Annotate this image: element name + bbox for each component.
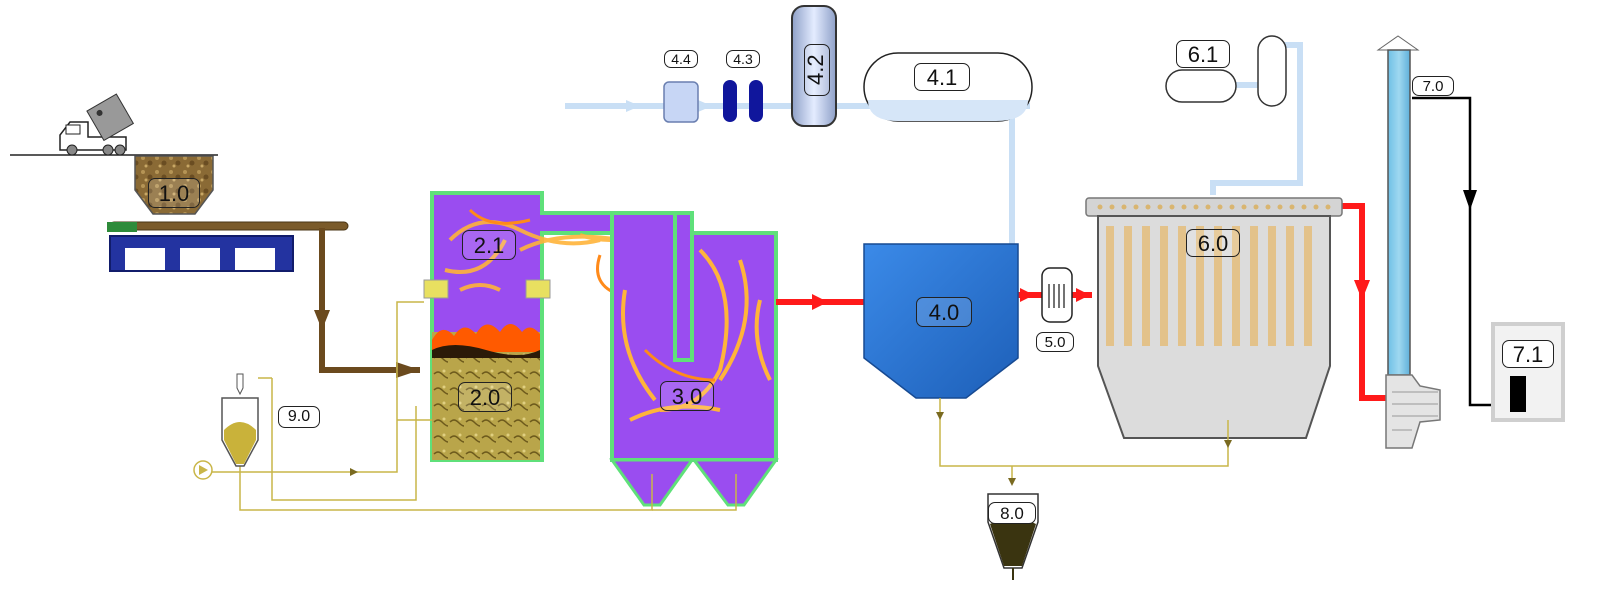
label-furnace: 2.0	[458, 382, 512, 412]
heat-exchanger	[1041, 267, 1073, 323]
label-combustion-chamber: 2.1	[462, 230, 516, 260]
label-compressed-air: 6.1	[1176, 40, 1230, 68]
compressed-air-6-1	[1165, 35, 1287, 107]
filters-4-3	[723, 80, 763, 122]
label-truck-bunker: 1.0	[148, 178, 200, 208]
label-emission-monitor: 7.1	[1502, 340, 1554, 368]
label-stack: 7.0	[1412, 76, 1454, 96]
water-pump-4-4	[663, 81, 699, 123]
fuel-feed-line	[314, 228, 420, 378]
water-arrows	[626, 100, 712, 112]
additive-silo	[193, 373, 259, 480]
truck-unloading	[10, 93, 218, 156]
label-ash-silo: 8.0	[988, 502, 1036, 524]
stack	[1376, 35, 1441, 449]
label-filters: 4.3	[726, 50, 760, 68]
conveyor	[107, 221, 349, 272]
emission-monitor	[1491, 322, 1565, 422]
label-bag-filter: 6.0	[1186, 229, 1240, 257]
bag-filter	[1085, 197, 1343, 439]
water-column-4-2	[791, 5, 837, 127]
label-additive-silo: 9.0	[278, 406, 320, 428]
label-water-pump: 4.4	[664, 50, 698, 68]
label-water-column: 4.2	[803, 44, 830, 96]
label-reactor: 4.0	[916, 297, 972, 327]
boiler	[609, 211, 779, 507]
label-heat-exchanger: 5.0	[1036, 332, 1074, 352]
signal-line	[1412, 96, 1500, 407]
ash-line-arrows	[350, 412, 1232, 486]
label-boiler: 3.0	[660, 381, 714, 411]
fuel-bunker	[134, 155, 214, 215]
reactor	[863, 243, 1019, 399]
label-water-tank: 4.1	[914, 63, 970, 91]
